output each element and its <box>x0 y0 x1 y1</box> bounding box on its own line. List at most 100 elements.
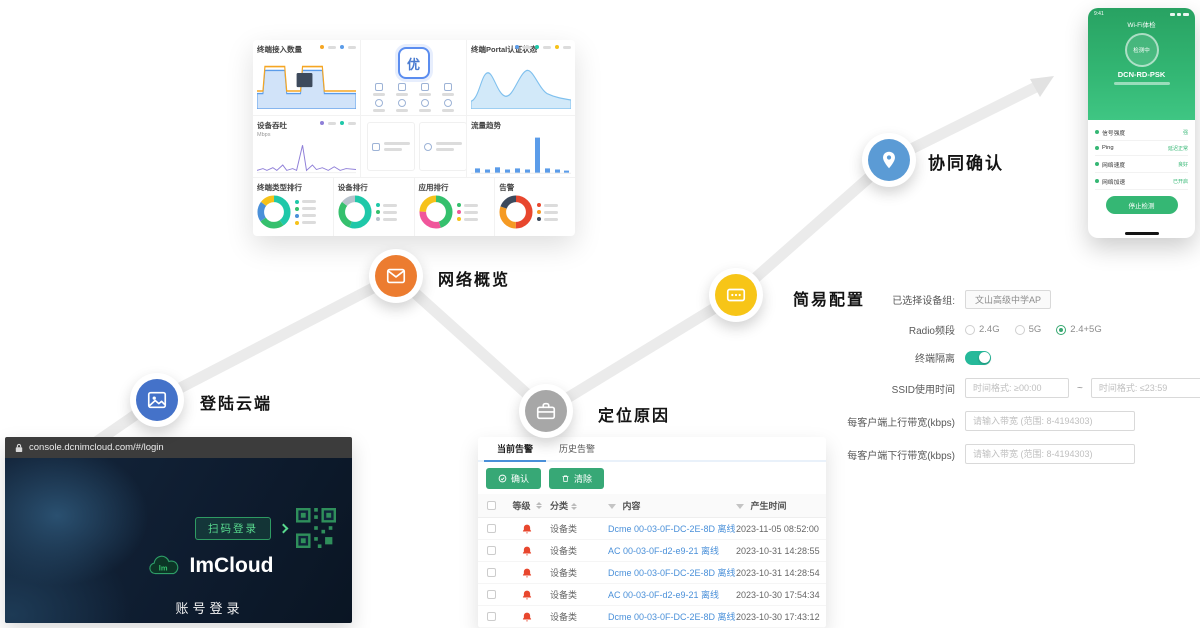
item-bullet-icon <box>1095 162 1099 166</box>
time-start-input[interactable] <box>965 378 1069 398</box>
briefcase-icon <box>536 402 556 420</box>
milestone-label-login: 登陆云端 <box>200 396 273 413</box>
radio-icon <box>1014 324 1025 335</box>
column-level[interactable]: 等级 <box>504 499 550 512</box>
alarm-bell-icon <box>522 612 532 621</box>
alarm-link[interactable]: Dcme 00-03-0F-DC-2E-8D 离线 <box>608 524 736 534</box>
qr-code-icon <box>296 508 336 548</box>
milestone-label-confirm: 协同确认 <box>928 154 1004 173</box>
alarm-link[interactable]: AC 00-03-0F-d2-e9-21 离线 <box>608 590 720 600</box>
donut-legend <box>375 203 397 221</box>
qr-login-button[interactable]: 扫码登录 <box>195 516 271 540</box>
alarm-table-row: 设备类 AC 00-03-0F-d2-e9-21 离线 2023-10-30 1… <box>478 584 826 606</box>
panel-client-count: 终端接入数量 <box>253 40 361 115</box>
radio-option-2-4-5g[interactable]: 2.4+5G <box>1056 324 1102 335</box>
milestone-label-config: 简易配置 <box>793 292 866 309</box>
row-checkbox[interactable] <box>486 590 496 599</box>
check-circle-icon <box>498 474 507 483</box>
alarm-donut-chart <box>499 195 533 229</box>
wifi-caption-placeholder <box>1113 82 1170 85</box>
alarm-table-row: 设备类 AC 00-03-0F-d2-e9-21 离线 2023-10-31 1… <box>478 540 826 562</box>
throughput-line-chart <box>257 145 356 174</box>
donut-legend <box>456 203 478 221</box>
wifi-ssid: DCN-RD-PSK <box>1117 70 1166 79</box>
card-icon <box>726 288 746 302</box>
column-content[interactable]: 内容 <box>608 499 736 512</box>
traffic-bar-chart <box>471 137 571 174</box>
tab-history-alarms[interactable]: 历史告警 <box>559 444 596 454</box>
wifi-icon <box>1177 12 1181 16</box>
brand-name: ImCloud <box>189 554 274 577</box>
home-indicator <box>1124 232 1159 235</box>
panel-health-status: 优 <box>361 40 467 115</box>
panel-mini-widgets <box>361 116 467 177</box>
mini-widget <box>367 122 415 171</box>
status-icons <box>1170 12 1189 16</box>
tab-current-alarms[interactable]: 当前告警 <box>484 437 547 462</box>
svg-text:lm: lm <box>158 564 167 573</box>
chevron-right-icon <box>278 523 289 533</box>
alarm-link[interactable]: Dcme 00-03-0F-DC-2E-8D 离线 <box>608 612 736 622</box>
isolation-toggle[interactable] <box>965 350 991 365</box>
panel-portal-auth: 终端Portal认证状态 <box>467 40 575 115</box>
time-end-input[interactable] <box>1090 378 1200 398</box>
brand-logo: lm ImCloud <box>5 554 352 578</box>
panel-title: 设备吞吐 <box>257 121 287 130</box>
status-time: 9:41 <box>1094 11 1104 17</box>
panel-throughput: 设备吞吐 Mbps <box>253 116 361 177</box>
stop-check-button[interactable]: 停止检测 <box>1105 196 1178 214</box>
account-login-title: 账号登录 <box>175 601 244 616</box>
column-time[interactable]: 产生时间 <box>736 499 826 512</box>
row-checkbox[interactable] <box>486 524 496 533</box>
radio-band-label: Radio频段 <box>908 326 955 337</box>
donut-legend <box>537 203 559 221</box>
filter-icon <box>736 504 744 509</box>
donut-legend <box>295 199 316 225</box>
column-category[interactable]: 分类 <box>550 499 608 512</box>
selected-group-tag: 文山高级中学AP <box>965 290 1052 309</box>
check-item-speed: 网络速度 良好 <box>1095 156 1188 173</box>
browser-address-bar[interactable]: console.dcnimcloud.com/#/login <box>5 437 352 458</box>
donut-section-apps: 应用排行 <box>415 178 496 236</box>
row-checkbox[interactable] <box>486 568 496 577</box>
page-url: console.dcnimcloud.com/#/login <box>29 442 164 453</box>
radio-icon <box>1056 324 1067 335</box>
sort-icon <box>535 502 542 509</box>
portal-area-chart <box>471 69 571 109</box>
alarm-table-row: 设备类 Dcme 00-03-0F-DC-2E-8D 离线 2023-11-05… <box>478 518 826 540</box>
downlink-bandwidth-input[interactable] <box>965 444 1135 464</box>
radio-option-2-4g[interactable]: 2.4G <box>965 324 1000 335</box>
milestone-node-config <box>709 268 763 322</box>
item-bullet-icon <box>1095 179 1099 183</box>
arrow-head-icon <box>1030 76 1054 97</box>
radio-option-5g[interactable]: 5G <box>1014 324 1041 335</box>
client-area-chart <box>257 65 356 109</box>
client-type-donut-chart <box>257 195 291 229</box>
alarm-table-row: 设备类 Dcme 00-03-0F-DC-2E-8D 离线 2023-10-31… <box>478 562 826 584</box>
panel-title: 流量趋势 <box>471 121 501 130</box>
alarm-bell-icon <box>522 568 532 577</box>
device-stats-grid <box>365 83 462 112</box>
clear-button[interactable]: 清除 <box>549 468 605 489</box>
selected-group-label: 已选择设备组: <box>892 296 955 307</box>
check-item-ping: Ping 延迟正常 <box>1095 141 1188 156</box>
uplink-bandwidth-input[interactable] <box>965 411 1135 431</box>
login-screenshot: console.dcnimcloud.com/#/login 扫码登录 <box>5 437 352 623</box>
battery-icon <box>1183 12 1189 16</box>
isolation-label: 终端隔离 <box>915 354 955 365</box>
time-separator: ~ <box>1077 382 1083 394</box>
item-bullet-icon <box>1095 146 1099 150</box>
alarm-link[interactable]: Dcme 00-03-0F-DC-2E-8D 离线 <box>608 568 736 578</box>
panel-traffic: 流量趋势 <box>467 116 575 177</box>
row-checkbox[interactable] <box>486 546 496 555</box>
row-checkbox[interactable] <box>486 612 496 621</box>
chart-legend <box>320 121 356 125</box>
config-form: 已选择设备组: 文山高级中学AP Radio频段 2.4G 5G 2.4+5G <box>835 290 1200 477</box>
confirm-button[interactable]: 确认 <box>486 468 542 489</box>
chart-legend <box>515 45 571 49</box>
select-all-checkbox[interactable] <box>486 501 496 510</box>
signal-icon <box>1170 12 1175 16</box>
alarm-link[interactable]: AC 00-03-0F-d2-e9-21 离线 <box>608 546 720 556</box>
dashboard-screenshot: 终端接入数量 优 <box>253 40 575 236</box>
